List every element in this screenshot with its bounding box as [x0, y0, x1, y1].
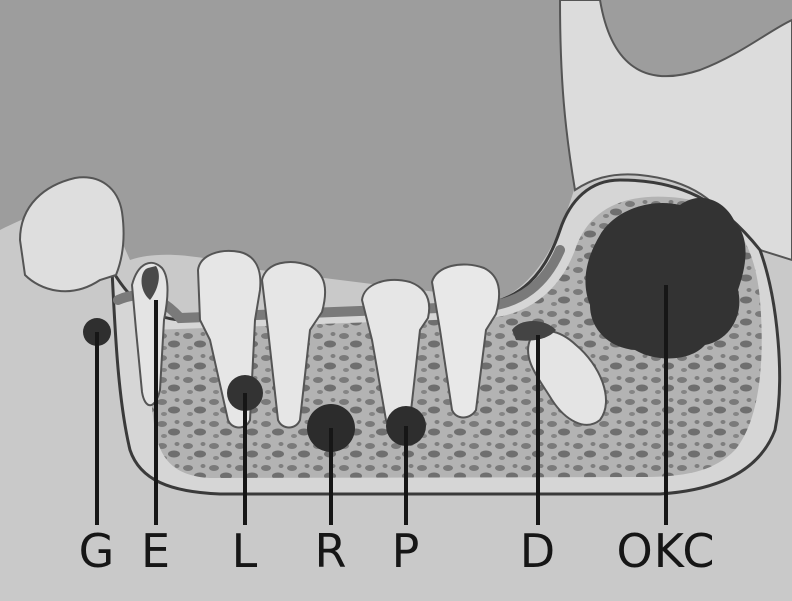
label-e: E	[141, 526, 171, 576]
label-okc: OKC	[617, 526, 716, 576]
label-g: G	[79, 526, 116, 576]
label-d: D	[520, 526, 556, 576]
label-p: P	[392, 526, 421, 576]
label-r: R	[315, 526, 348, 576]
label-l: L	[232, 526, 259, 576]
